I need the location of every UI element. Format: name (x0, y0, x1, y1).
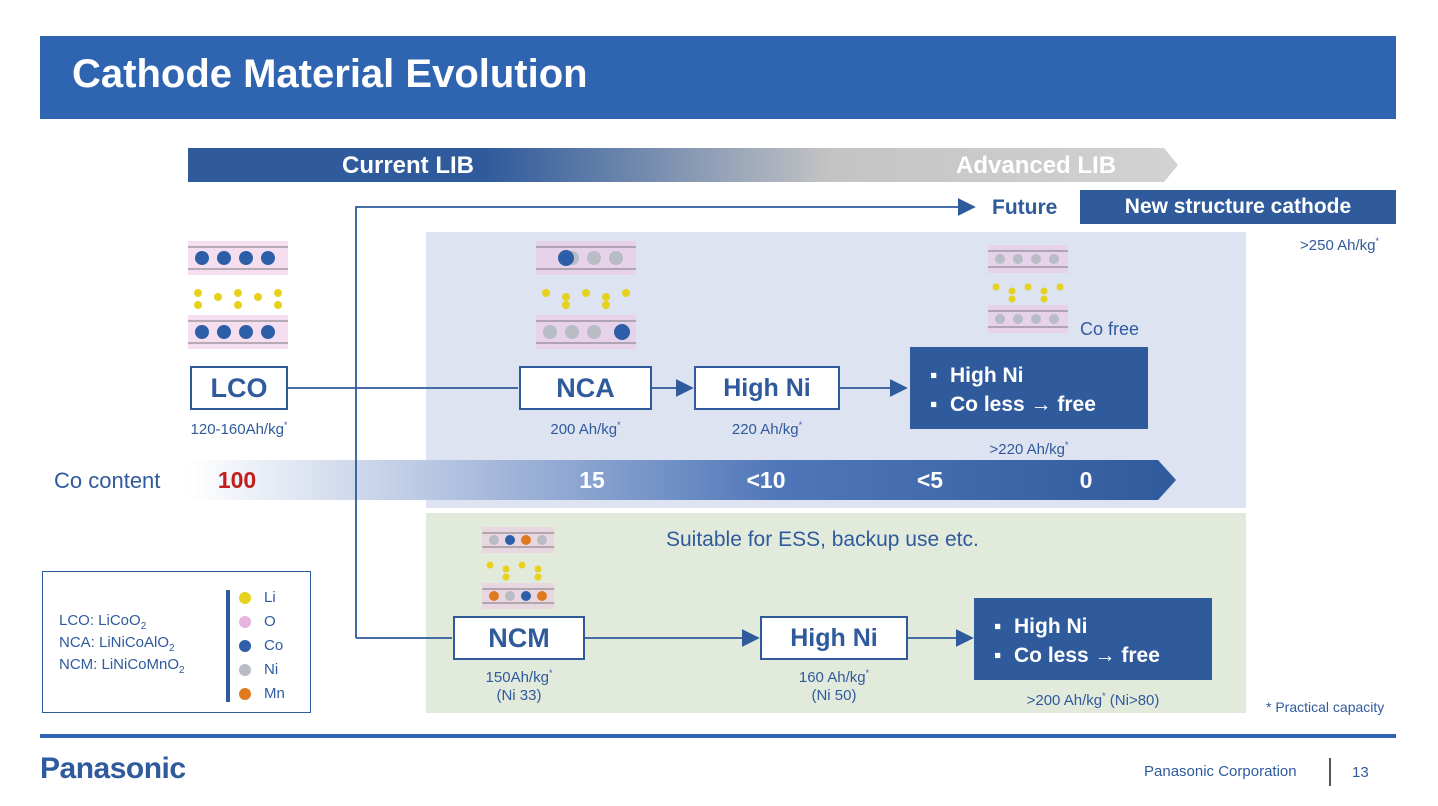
future-capacity: >250 Ah/kg* (1300, 236, 1379, 254)
ncm-capacity: 150Ah/kg*(Ni 33) (485, 668, 553, 704)
timeline-current-label: Current LIB (342, 152, 474, 179)
ni-atom-icon (239, 664, 251, 676)
high-ni-top-capacity: 220 Ah/kg* (731, 420, 803, 438)
page-title: Cathode Material Evolution (72, 52, 588, 96)
timeline-advanced-label: Advanced LIB (956, 152, 1117, 179)
legend-lco-formula: LCO: LiCoO2 (59, 612, 147, 632)
panasonic-logo: Panasonic (40, 752, 186, 785)
title-bar (40, 36, 1396, 119)
co-value-high-ni: <10 (746, 467, 786, 493)
future-label: Future (992, 196, 1058, 219)
nca-box: NCA (519, 366, 652, 410)
page-number: 13 (1352, 764, 1369, 781)
co-free-crystal-image (988, 245, 1068, 333)
company-name: Panasonic Corporation (1144, 763, 1297, 780)
legend-box: LCO: LiCoO2 NCA: LiNiCoAlO2 NCM: LiNiCoM… (42, 571, 311, 713)
high-ni-co-free-box-top: ▪High Ni ▪Co less → free (910, 347, 1148, 429)
bottom-final-capacity: >200 Ah/kg* (Ni>80) (1026, 691, 1160, 709)
co-value-lco: 100 (217, 467, 257, 493)
footer-rule (40, 734, 1396, 738)
high-ni-bottom-capacity: 160 Ah/kg*(Ni 50) (798, 668, 870, 704)
legend-nca-formula: NCA: LiNiCoAlO2 (59, 634, 175, 654)
legend-ncm-formula: NCM: LiNiCoMnO2 (59, 656, 185, 676)
o-atom-icon (239, 616, 251, 628)
top-final-capacity: >220 Ah/kg* (989, 440, 1069, 458)
new-structure-cathode-box: New structure cathode (1080, 190, 1396, 224)
lco-box: LCO (190, 366, 288, 410)
footer-divider (1329, 758, 1331, 786)
co-value-co-free: 0 (1079, 467, 1093, 493)
ncm-box: NCM (453, 616, 585, 660)
co-content-label: Co content (54, 468, 161, 493)
lco-capacity: 120-160Ah/kg* (190, 420, 288, 438)
high-ni-box-top: High Ni (694, 366, 840, 410)
legend-divider (226, 590, 230, 702)
high-ni-box-bottom: High Ni (760, 616, 908, 660)
nca-crystal-image (536, 241, 636, 349)
timeline-arrow (188, 148, 1178, 182)
co-free-label: Co free (1080, 319, 1140, 339)
co-content-arrow (188, 460, 1176, 500)
lco-crystal-image (188, 241, 288, 349)
co-value-co-less: <5 (916, 467, 944, 493)
co-atom-icon (239, 640, 251, 652)
co-value-nca: 15 (579, 467, 605, 493)
li-atom-icon (239, 592, 251, 604)
ess-note: Suitable for ESS, backup use etc. (666, 528, 979, 551)
nca-capacity: 200 Ah/kg* (550, 420, 621, 438)
mn-atom-icon (239, 688, 251, 700)
ncm-crystal-image (482, 527, 554, 609)
high-ni-co-free-box-bottom: ▪High Ni ▪Co less → free (974, 598, 1212, 680)
footnote: * Practical capacity (1266, 699, 1385, 715)
